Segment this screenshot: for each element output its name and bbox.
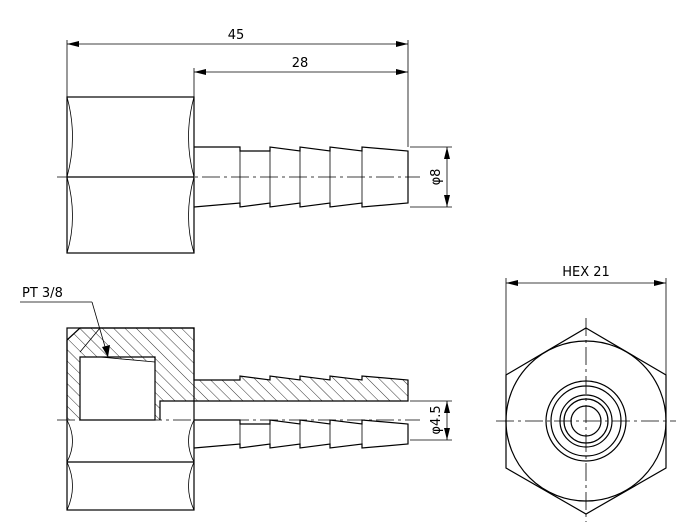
arrow — [194, 69, 206, 75]
section-hatching — [67, 328, 408, 420]
section-view: PT 3/8 φ4.5 — [20, 286, 452, 511]
arrow — [444, 428, 450, 440]
arrow — [444, 401, 450, 413]
arrow — [67, 41, 79, 47]
top-hex-chamfer-right — [188, 96, 195, 254]
section-hex-chamfer-left — [66, 419, 73, 511]
dim-bore-diameter: φ4.5 — [429, 405, 444, 434]
section-hex-chamfer-right — [188, 419, 195, 511]
arrow — [444, 195, 450, 207]
section-outline — [66, 327, 409, 420]
dim-barb-length: 28 — [292, 56, 309, 71]
arrow — [102, 345, 110, 357]
dim-barb-diameter: φ8 — [429, 169, 444, 186]
dim-overall-length: 45 — [228, 28, 245, 43]
dim-hex-size: HEX 21 — [562, 265, 610, 280]
arrow — [396, 41, 408, 47]
thread-spec-label: PT 3/8 — [22, 286, 63, 301]
section-lower-barb — [193, 419, 409, 449]
arrow — [444, 147, 450, 159]
section-thread-lines — [79, 327, 156, 363]
section-thread-cavity — [79, 356, 156, 421]
top-hex-chamfer-left — [66, 96, 73, 254]
arrow — [654, 280, 666, 286]
arrow — [506, 280, 518, 286]
end-view: HEX 21 — [496, 265, 676, 522]
top-hex-body — [66, 96, 195, 254]
top-view: 45 28 φ8 — [57, 28, 452, 254]
arrow — [396, 69, 408, 75]
